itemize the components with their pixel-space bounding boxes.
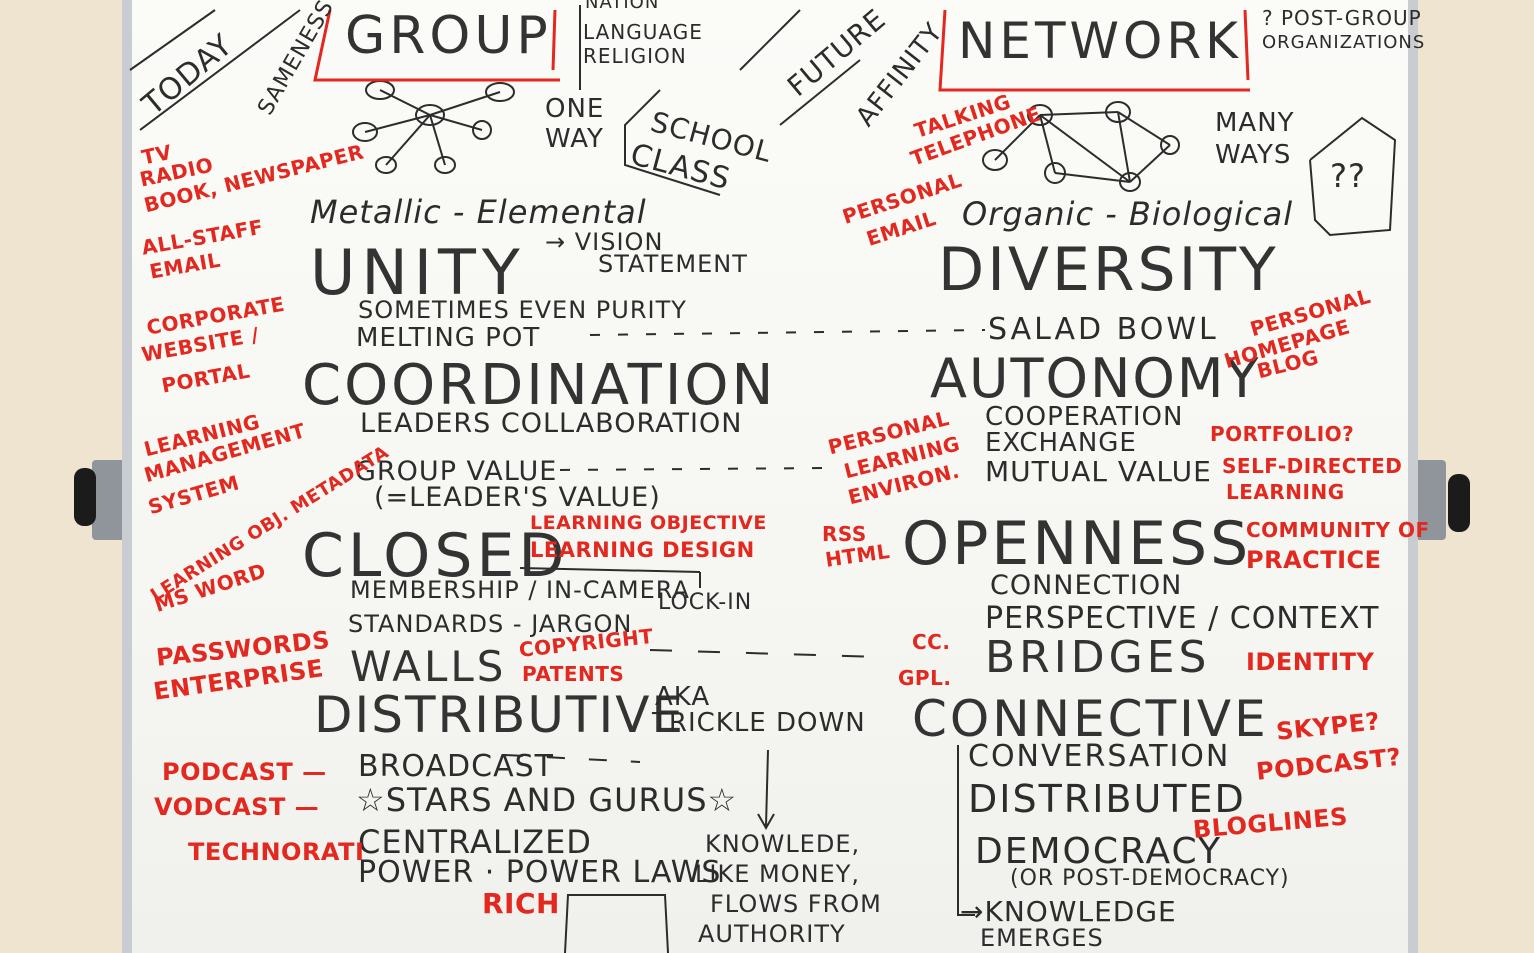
- trickle-down-label: TRICKLE DOWN: [652, 708, 866, 738]
- broadcast-label: BROADCAST: [358, 749, 554, 784]
- patents-label: PATENTS: [522, 662, 625, 686]
- community-of-label: COMMUNITY OF: [1246, 518, 1430, 542]
- organizations-label: ORGANIZATIONS: [1262, 32, 1426, 53]
- emerges-label: EMERGES: [980, 924, 1104, 952]
- group-heading: GROUP: [345, 6, 552, 66]
- standards-label: STANDARDS - JARGON: [348, 610, 633, 638]
- melting-pot-label: MELTING POT: [356, 323, 541, 353]
- unity-heading: UNITY: [310, 236, 526, 309]
- salad-bowl-label: SALAD BOWL: [988, 312, 1219, 347]
- knowlede-label: KNOWLEDE,: [705, 830, 861, 858]
- knowledge-label: →KNOWLEDGE: [960, 895, 1177, 928]
- perspective-label: PERSPECTIVE / CONTEXT: [985, 601, 1380, 636]
- connective-heading: CONNECTIVE: [912, 690, 1269, 748]
- organic-label: Organic - Biological: [962, 195, 1294, 233]
- metallic-label: Metallic - Elemental: [310, 193, 647, 231]
- leaders-value-label: (=LEADER'S VALUE): [374, 482, 661, 513]
- identity-label: IDENTITY: [1246, 648, 1375, 676]
- lock-in-label: LOCK-IN: [658, 590, 753, 615]
- leaders-label: LEADERS COLLABORATION: [360, 408, 743, 439]
- podcast-label: PODCAST —: [162, 758, 327, 786]
- language-label: LANGUAGE: [583, 20, 703, 44]
- practice-label: PRACTICE: [1246, 546, 1382, 574]
- authority-label: AUTHORITY: [698, 920, 846, 948]
- mutual-value-label: MUTUAL VALUE: [985, 455, 1212, 488]
- stars-gurus-label: ☆STARS AND GURUS☆: [356, 781, 738, 819]
- distributed-label: DISTRIBUTED: [968, 777, 1246, 821]
- nation-label: NATION: [585, 0, 660, 13]
- closed-heading: CLOSED: [302, 521, 569, 591]
- stand-rail-left: [92, 460, 126, 540]
- stand-knob-left: [74, 468, 96, 526]
- way-label: WAY: [545, 124, 604, 154]
- many-label: MANY: [1215, 108, 1295, 138]
- self-directed-label: SELF-DIRECTED: [1222, 454, 1403, 478]
- distributive-heading: DISTRIBUTIVE: [314, 686, 685, 744]
- coordination-heading: COORDINATION: [302, 353, 777, 418]
- democracy-label: DEMOCRACY: [975, 831, 1223, 872]
- sometimes-label: SOMETIMES EVEN PURITY: [358, 296, 687, 324]
- self-directed-learning-label: LEARNING: [1226, 480, 1345, 504]
- rss-label: RSS: [822, 522, 867, 546]
- network-heading: NETWORK: [958, 12, 1242, 70]
- vodcast-label: VODCAST —: [154, 793, 320, 821]
- connection-label: CONNECTION: [990, 570, 1183, 601]
- statement-label: STATEMENT: [598, 250, 748, 278]
- group-value-label: GROUP VALUE: [355, 456, 558, 487]
- flows-from-label: FLOWS FROM: [710, 890, 882, 918]
- diversity-heading: DIVERSITY: [938, 235, 1279, 305]
- walls-heading: WALLS: [350, 642, 507, 691]
- one-label: ONE: [545, 94, 605, 124]
- portfolio-label: PORTFOLIO?: [1210, 422, 1355, 446]
- rich-label: RICH: [482, 887, 560, 920]
- centralized-label: CENTRALIZED: [358, 823, 592, 861]
- membership-label: MEMBERSHIP / IN-CAMERA: [350, 576, 690, 604]
- power-laws-label: POWER · POWER LAWS: [358, 855, 722, 890]
- aka-label: AKA: [655, 682, 711, 712]
- openness-heading: OPENNESS: [902, 509, 1252, 579]
- learning-design-label: LEARNING DESIGN: [530, 538, 755, 562]
- whiteboard: [122, 0, 1418, 953]
- post-group-label: ? POST-GROUP: [1262, 6, 1422, 30]
- vision-label: → VISION: [545, 228, 664, 256]
- exchange-label: EXCHANGE: [985, 428, 1137, 458]
- cooperation-label: COOPERATION: [985, 402, 1184, 432]
- post-democracy-label: (OR POST-DEMOCRACY): [1010, 866, 1290, 891]
- ways-label: WAYS: [1215, 140, 1292, 170]
- technorati-label: TECHNORATI: [188, 838, 365, 866]
- question-marks: ??: [1330, 157, 1366, 195]
- stand-knob-right: [1448, 474, 1470, 532]
- religion-label: RELIGION: [583, 44, 687, 68]
- conversation-label: CONVERSATION: [968, 739, 1231, 774]
- bridges-heading: BRIDGES: [985, 632, 1211, 683]
- gpl-label: GPL.: [898, 666, 952, 690]
- learning-objective-label: LEARNING OBJECTIVE: [530, 512, 767, 534]
- cc-label: CC.: [912, 630, 951, 654]
- autonomy-heading: AUTONOMY: [930, 347, 1261, 410]
- like-money-label: LIKE MONEY,: [695, 860, 860, 888]
